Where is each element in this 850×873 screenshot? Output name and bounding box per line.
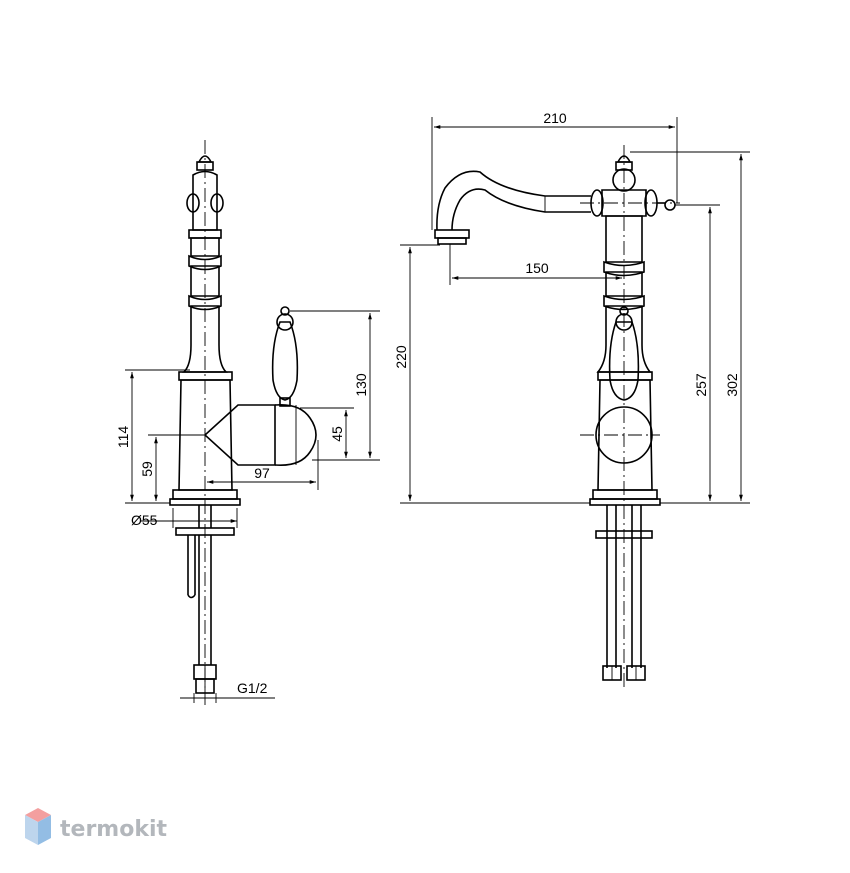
dim-220: 220 <box>393 345 409 369</box>
dim-130: 130 <box>353 373 369 397</box>
side-view: 114 59 Ø55 97 130 45 G1/2 <box>115 140 380 705</box>
dim-210: 210 <box>543 110 567 126</box>
dim-45: 45 <box>329 426 345 442</box>
dim-302: 302 <box>724 373 740 397</box>
dim-g12: G1/2 <box>237 680 268 696</box>
termokit-logo: termokit <box>25 808 167 845</box>
dim-257: 257 <box>693 373 709 397</box>
dim-150: 150 <box>525 260 549 276</box>
dim-114: 114 <box>115 426 131 449</box>
dim-97: 97 <box>254 465 270 481</box>
front-view: 210 150 220 257 302 <box>393 110 750 690</box>
logo-hexagon-left-icon <box>25 815 38 845</box>
watermark-brand: termokit <box>60 817 167 842</box>
dim-diameter-55: Ø55 <box>131 512 158 528</box>
dim-59: 59 <box>139 461 155 477</box>
logo-hexagon-right-icon <box>38 815 51 845</box>
